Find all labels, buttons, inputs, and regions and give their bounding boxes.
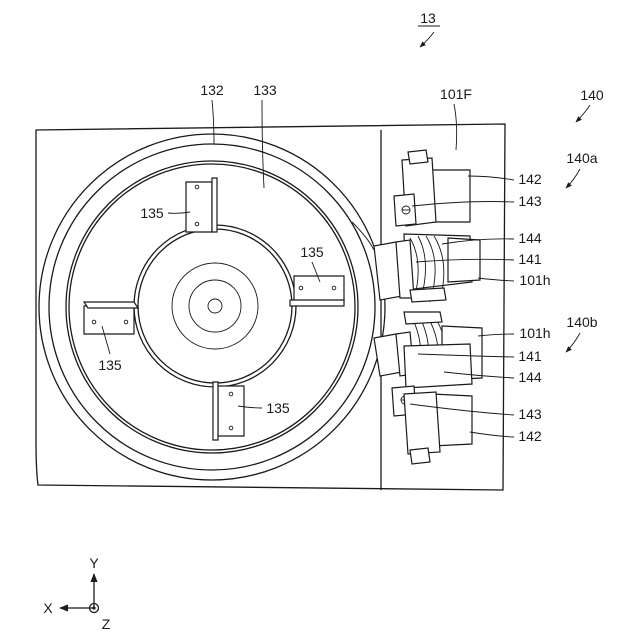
label-140a: 140a [566,150,597,166]
label-142-top: 142 [518,171,542,187]
gripper-unit-140a [374,150,480,302]
label-141-bottom: 141 [518,348,542,364]
label-135-b: 135 [300,244,324,260]
label-143-top: 143 [518,193,542,209]
label-133: 133 [253,82,277,98]
bracket-135-left [84,302,138,334]
coordinate-axes: Y X Z [43,555,110,632]
bracket-135-right [290,276,344,306]
label-143-bottom: 143 [518,406,542,422]
label-132: 132 [200,82,224,98]
axis-x-label: X [43,600,53,616]
label-135-a: 135 [140,205,164,221]
label-144-bottom: 144 [518,369,542,385]
figure-number-arrow [420,32,434,47]
label-140b: 140b [566,314,597,330]
label-101h-bottom: 101h [519,325,550,341]
label-135-c: 135 [98,357,122,373]
bracket-135-top [186,178,217,232]
bracket-135-bottom [213,382,244,440]
label-142-bottom: 142 [518,428,542,444]
label-101h-top: 101h [519,272,550,288]
axis-z-label: Z [102,616,111,632]
gripper-unit-140b [374,312,482,464]
axis-y-label: Y [89,555,99,571]
label-101F: 101F [440,86,472,102]
figure-number: 13 [420,10,436,26]
label-141-top: 141 [518,251,542,267]
label-140: 140 [580,87,604,103]
label-135-d: 135 [266,400,290,416]
label-144-top: 144 [518,230,542,246]
